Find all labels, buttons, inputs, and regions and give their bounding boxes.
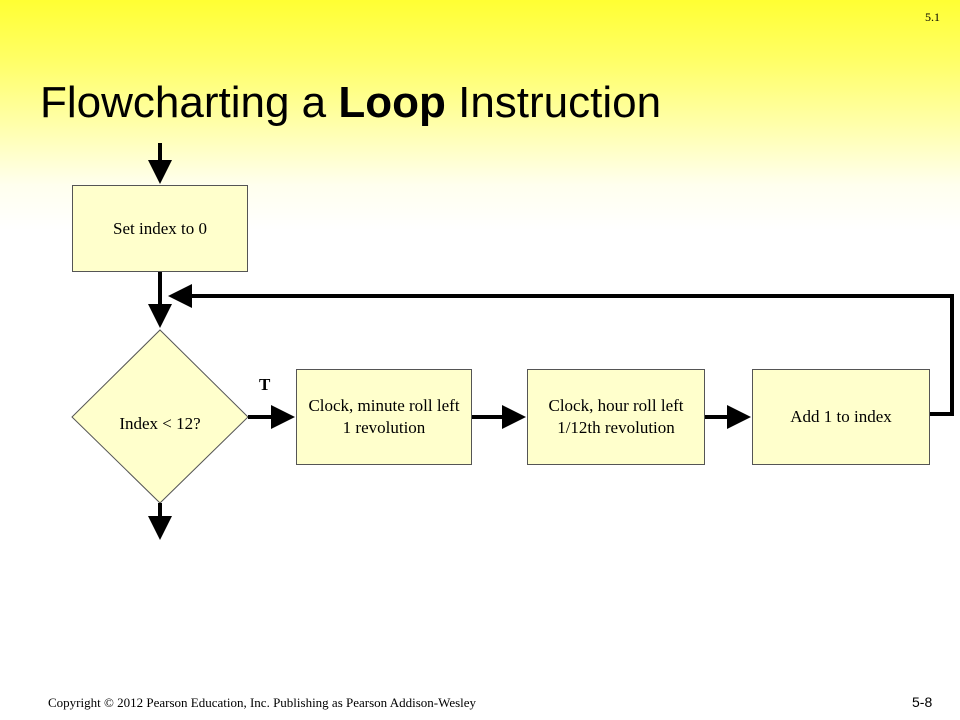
section-number: 5.1 xyxy=(925,10,940,24)
add-one-box: Add 1 to index xyxy=(752,369,930,465)
slide-title: Flowcharting a Loop Instruction xyxy=(40,78,661,128)
hour-roll-box: Clock, hour roll left 1/12th revolution xyxy=(527,369,705,465)
title-suffix: Instruction xyxy=(445,78,662,127)
add-one-label: Add 1 to index xyxy=(790,407,892,426)
minute-roll-label: Clock, minute roll left 1 revolution xyxy=(308,396,460,437)
hour-roll-label: Clock, hour roll left 1/12th revolution xyxy=(548,396,684,437)
minute-roll-box: Clock, minute roll left 1 revolution xyxy=(296,369,472,465)
true-label: T xyxy=(259,375,271,394)
set-index-box: Set index to 0 xyxy=(72,185,248,272)
loop-back-arrow xyxy=(168,284,954,416)
title-prefix: Flowcharting a xyxy=(40,78,339,127)
set-index-label: Set index to 0 xyxy=(113,218,207,238)
decision-label: Index < 12? xyxy=(119,414,201,433)
copyright-footer: Copyright © 2012 Pearson Education, Inc.… xyxy=(48,695,477,710)
title-bold-word: Loop xyxy=(338,78,446,127)
page-number: 5-8 xyxy=(912,694,933,710)
